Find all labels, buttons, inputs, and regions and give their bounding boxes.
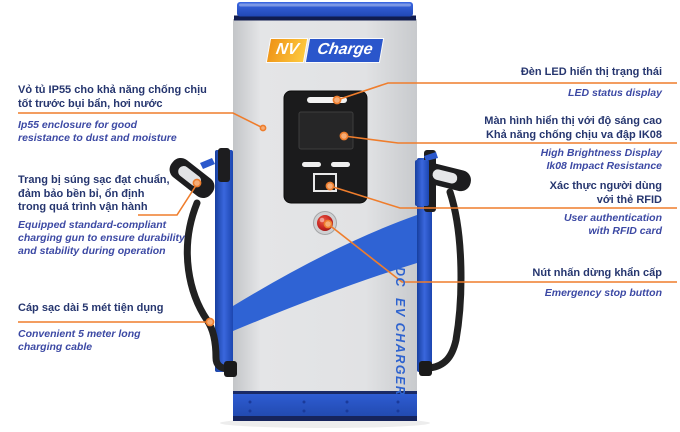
charging-cable-right bbox=[426, 188, 465, 372]
callout-cable-vi: Cáp sạc dài 5 mét tiện dụng bbox=[18, 302, 164, 314]
charging-gun-left bbox=[169, 148, 237, 377]
swoosh-graphic bbox=[233, 215, 417, 331]
display-screen bbox=[298, 111, 354, 150]
callout-gun-en: Equipped standard-compliant charging gun… bbox=[18, 219, 185, 257]
callout-cable-en: Convenient 5 meter long charging cable bbox=[18, 328, 141, 353]
callout-display-vi: Màn hình hiển thị với độ sáng cao Khả nă… bbox=[484, 115, 662, 141]
callout-estop-vi: Nút nhấn dừng khẩn cấp bbox=[532, 267, 662, 279]
callout-rfid-en: User authentication with RFID card bbox=[563, 212, 662, 237]
callout-gun-vi: Trang bị súng sạc đạt chuẩn, đảm bảo bền… bbox=[18, 174, 170, 213]
callout-led-en: LED status display bbox=[568, 87, 662, 99]
callout-lines bbox=[18, 82, 677, 323]
callout-rfid-vi: Xác thực người dùng với thẻ RFID bbox=[549, 180, 662, 206]
callout-dots bbox=[192, 95, 349, 327]
brand-logo-nv: NV bbox=[266, 39, 308, 62]
base-plinth bbox=[233, 391, 417, 421]
brand-logo-charge: Charge bbox=[306, 39, 384, 62]
charger-cabinet bbox=[233, 2, 417, 394]
charging-cable-left bbox=[183, 199, 232, 373]
callout-led-vi: Đèn LED hiển thị trạng thái bbox=[520, 66, 662, 78]
callout-enclosure-vi: Vỏ tủ IP55 cho khả năng chống chịu tốt t… bbox=[18, 84, 207, 110]
rfid-reader bbox=[313, 173, 337, 192]
callout-enclosure-en: Ip55 enclosure for good resistance to du… bbox=[18, 119, 177, 144]
top-cap bbox=[237, 2, 413, 17]
control-panel bbox=[283, 90, 368, 204]
callout-estop-en: Emergency stop button bbox=[544, 287, 662, 299]
charging-gun-right bbox=[415, 150, 471, 376]
callout-display-en: High Brightness Display Ik08 Impact Resi… bbox=[540, 147, 662, 172]
brand-logo: NV Charge bbox=[266, 39, 384, 62]
